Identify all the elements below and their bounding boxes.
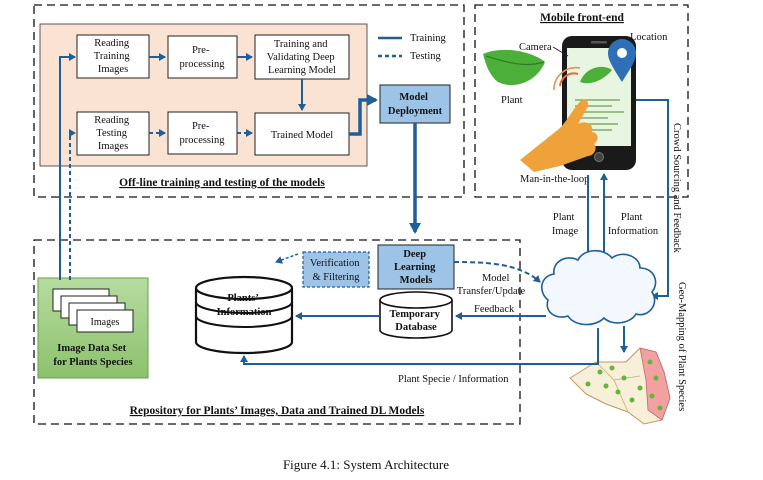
reading-training-label: Reading Training Images	[94, 38, 132, 75]
geo-map-icon	[569, 347, 671, 425]
repository-section-title: Repository for Plants’ Images, Data and …	[130, 405, 425, 417]
location-label: Location	[630, 32, 668, 43]
crowd-sourcing-label: Crowd Sourcing and Feedback	[671, 123, 682, 254]
plant-image-label: Plant Image	[552, 212, 579, 237]
mobile-section-border	[474, 4, 689, 198]
legend-training-label: Training	[410, 33, 447, 44]
plant-leaf-icon	[483, 49, 545, 86]
hand-icon	[520, 66, 598, 172]
mobile-section-title: Mobile front-end	[540, 12, 624, 24]
image-stack-icon	[52, 288, 134, 333]
verification-filtering-box	[302, 251, 370, 288]
offline-section-border	[33, 4, 465, 198]
arrow-trained-to-deployment	[349, 94, 378, 136]
camera-pointer-line	[552, 46, 569, 57]
arrow-dataset-to-training	[59, 53, 76, 280]
arrow-verification	[275, 253, 299, 264]
man-in-loop-label: Man-in-the-loop	[520, 174, 589, 185]
images-label: Images	[91, 317, 120, 328]
deep-learning-models-label: Deep Learning Models	[394, 249, 438, 286]
temporary-database-icon	[379, 291, 453, 339]
deep-learning-models-box	[377, 244, 455, 290]
preprocessing-top-box	[167, 35, 238, 79]
model-transfer-label: Model Transfer/Update	[457, 273, 526, 297]
model-deployment-box	[379, 84, 451, 124]
plants-information-database-icon	[194, 275, 294, 355]
arrow-crowd-sourcing	[636, 99, 669, 300]
temporary-database-label: Temporary Database	[390, 309, 443, 333]
cloud-icon	[541, 249, 657, 326]
trained-model-box	[254, 112, 350, 156]
arrow-dataset-to-testing	[69, 129, 76, 280]
preprocessing-bottom-box	[167, 111, 238, 155]
preprocessing-top-label: Pre- processing	[180, 45, 226, 70]
offline-section-title: Off-line training and testing of the mod…	[119, 177, 325, 189]
plant-label: Plant	[501, 95, 523, 106]
arrow-model-transfer	[453, 261, 541, 283]
geo-mapping-label: Geo-Mapping of Plant Species	[676, 282, 687, 411]
legend-testing-label: Testing	[410, 51, 442, 62]
image-data-set-label: Image Data Set for Plants Species	[53, 343, 132, 368]
plant-specie-info-label: Plant Specie / Information	[398, 374, 509, 385]
preprocessing-bottom-label: Pre- processing	[180, 121, 226, 146]
plants-information-label: Plants’ Information	[217, 293, 272, 318]
training-validating-box	[254, 34, 350, 80]
verification-filtering-label: Verification & Filtering	[310, 258, 362, 283]
trained-model-label: Trained Model	[271, 130, 333, 141]
plant-information-label: Plant Information	[608, 212, 659, 237]
model-deployment-label: Model Deployment	[388, 92, 443, 117]
location-pin-icon	[608, 39, 636, 82]
arrow-plant-specie-info	[240, 328, 599, 365]
reading-testing-box	[76, 111, 150, 156]
figure-caption: Figure 4.1: System Architecture	[283, 457, 449, 472]
repository-section-border	[33, 239, 521, 425]
feedback-label: Feedback	[474, 304, 515, 315]
training-validating-label: Training and Validating Deep Learning Mo…	[267, 39, 338, 76]
reading-testing-label: Reading Testing Images	[94, 115, 132, 152]
camera-label: Camera	[519, 42, 552, 53]
reading-training-box	[76, 34, 150, 79]
